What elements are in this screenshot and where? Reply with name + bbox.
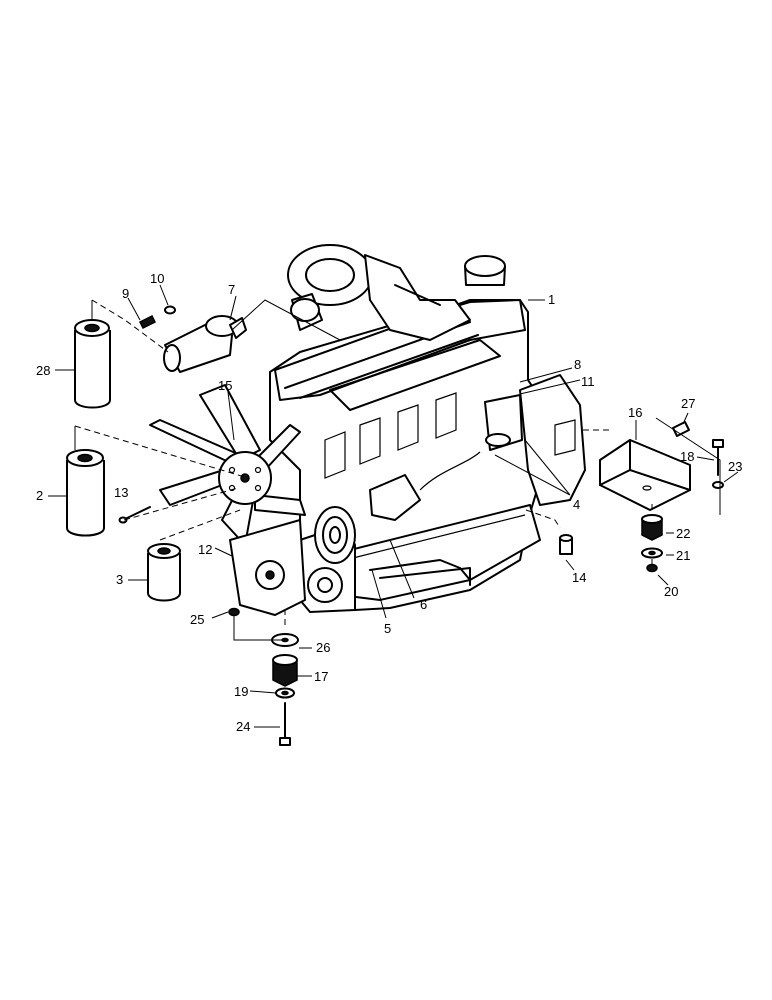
engine-block xyxy=(269,244,586,613)
callout-21: 21 xyxy=(676,548,690,563)
callout-16: 16 xyxy=(628,405,642,420)
callout-3: 3 xyxy=(116,572,123,587)
filter-3 xyxy=(147,543,181,602)
leader-lines xyxy=(48,284,739,728)
callout-19: 19 xyxy=(234,684,248,699)
callout-7: 7 xyxy=(228,282,235,297)
callout-25: 25 xyxy=(190,612,204,627)
callout-23: 23 xyxy=(728,459,742,474)
filter-28 xyxy=(74,319,111,409)
callout-11: 11 xyxy=(581,374,595,389)
callout-18: 18 xyxy=(680,449,694,464)
callout-27: 27 xyxy=(681,396,695,411)
callout-22: 22 xyxy=(676,526,690,541)
callout-28: 28 xyxy=(36,363,50,378)
cooling-fan xyxy=(149,384,306,616)
filter-2 xyxy=(66,449,105,537)
starter-motor xyxy=(163,315,247,373)
callout-8: 8 xyxy=(574,357,581,372)
callout-26: 26 xyxy=(316,640,330,655)
callout-9: 9 xyxy=(122,286,129,301)
fasteners xyxy=(118,305,724,746)
callout-labels: 1 2 3 4 5 6 7 8 9 10 11 12 13 14 15 16 1… xyxy=(36,271,742,734)
callout-5: 5 xyxy=(384,621,391,636)
callout-4: 4 xyxy=(573,497,580,512)
callout-14: 14 xyxy=(572,570,586,585)
callout-24: 24 xyxy=(236,719,250,734)
callout-10: 10 xyxy=(150,271,164,286)
callout-13: 13 xyxy=(114,485,128,500)
callout-1: 1 xyxy=(548,292,555,307)
callout-15: 15 xyxy=(218,378,232,393)
callout-12: 12 xyxy=(198,542,212,557)
callout-20: 20 xyxy=(664,584,678,599)
callout-6: 6 xyxy=(420,597,427,612)
callout-17: 17 xyxy=(314,669,328,684)
callout-2: 2 xyxy=(36,488,43,503)
